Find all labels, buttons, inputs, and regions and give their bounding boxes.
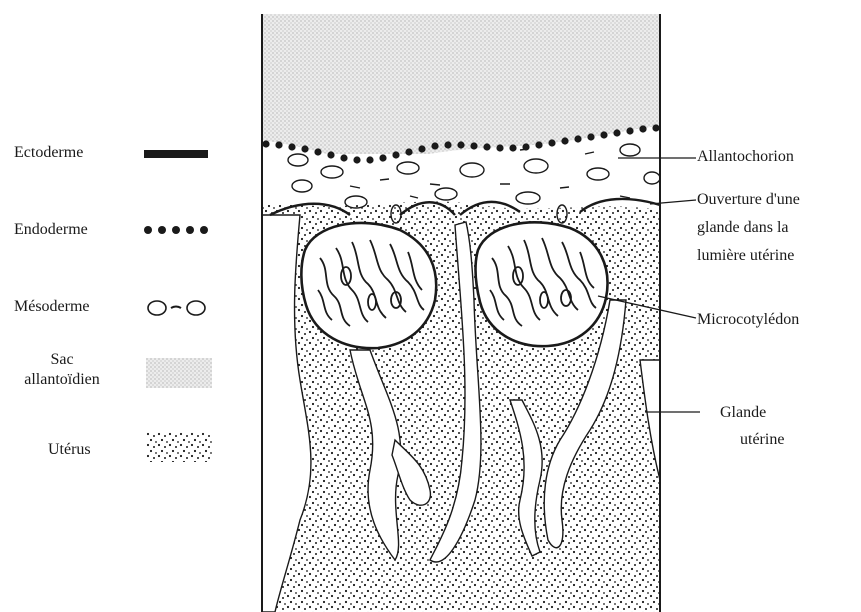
label-allantochorion: Allantochorion bbox=[697, 147, 794, 167]
label-glande-line1: Glande bbox=[720, 403, 766, 423]
label-microcotyledon: Microcotylédon bbox=[697, 310, 799, 330]
sac-allantoidien-region bbox=[262, 14, 660, 154]
label-ouverture-line1: Ouverture d'une bbox=[697, 190, 800, 210]
label-glande-line2: utérine bbox=[740, 430, 784, 450]
label-ouverture-line3: lumière utérine bbox=[697, 246, 794, 266]
label-ouverture-line2: glande dans la bbox=[697, 218, 789, 238]
